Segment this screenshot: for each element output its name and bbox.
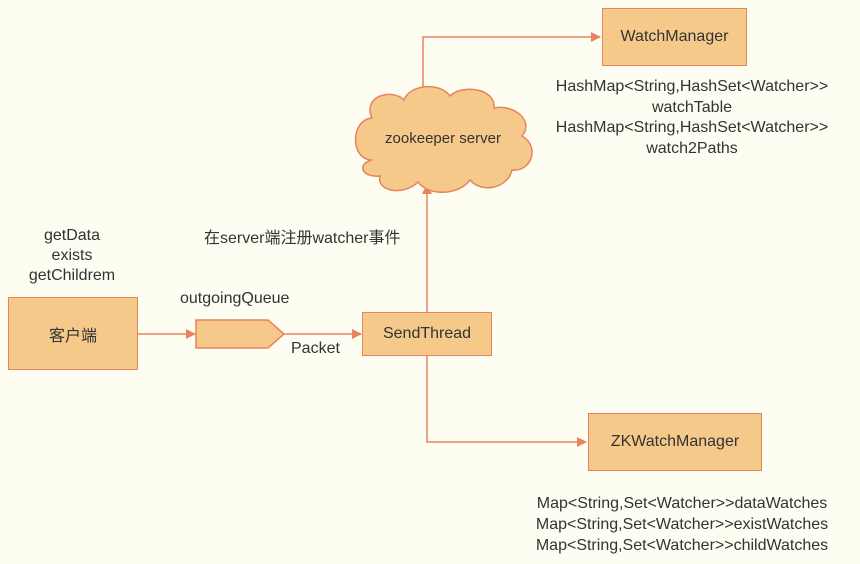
watchmanager-field-3: HashMap<String,HashSet<Watcher>> bbox=[555, 119, 829, 136]
client-methods: getData exists getChildrem bbox=[12, 226, 132, 286]
client-node: 客户端 bbox=[8, 297, 138, 370]
watchmanager-fields: HashMap<String,HashSet<Watcher>> watchTa… bbox=[530, 77, 854, 159]
watchmanager-field-2: watchTable bbox=[651, 98, 733, 116]
zkwatchmanager-node: ZKWatchManager bbox=[588, 413, 762, 471]
zkwatchmanager-field-2: Map<String,Set<Watcher>>existWatches bbox=[535, 516, 829, 533]
arrow-sendthread-to-zkwatchmanager bbox=[426, 356, 587, 447]
outgoing-queue-shape bbox=[195, 319, 286, 349]
arrow-server-to-watchmanager bbox=[422, 32, 601, 92]
register-watcher-label: 在server端注册watcher事件 bbox=[204, 230, 401, 247]
zkwatchmanager-field-1: Map<String,Set<Watcher>>dataWatches bbox=[536, 495, 828, 512]
method-getchildrem: getChildrem bbox=[28, 267, 116, 284]
zkwatchmanager-fields: Map<String,Set<Watcher>>dataWatches Map<… bbox=[512, 493, 852, 556]
watchmanager-node: WatchManager bbox=[602, 8, 747, 66]
method-getdata: getData bbox=[43, 227, 101, 244]
zkwatchmanager-field-3: Map<String,Set<Watcher>>childWatches bbox=[535, 537, 829, 554]
client-label: 客户端 bbox=[48, 327, 97, 345]
packet-label: Packet bbox=[291, 340, 340, 357]
method-exists: exists bbox=[51, 247, 93, 264]
sendthread-label: SendThread bbox=[382, 325, 472, 342]
sendthread-node: SendThread bbox=[362, 312, 492, 356]
zookeeper-server-cloud bbox=[354, 85, 533, 193]
watchmanager-field-4: watch2Paths bbox=[646, 139, 738, 157]
watchmanager-field-1: HashMap<String,HashSet<Watcher>> bbox=[555, 78, 829, 95]
zookeeper-server-label: zookeeper server bbox=[385, 130, 501, 147]
watchmanager-label: WatchManager bbox=[620, 28, 729, 45]
zkwatchmanager-label: ZKWatchManager bbox=[610, 433, 740, 450]
outgoing-queue-label: outgoingQueue bbox=[180, 290, 290, 307]
